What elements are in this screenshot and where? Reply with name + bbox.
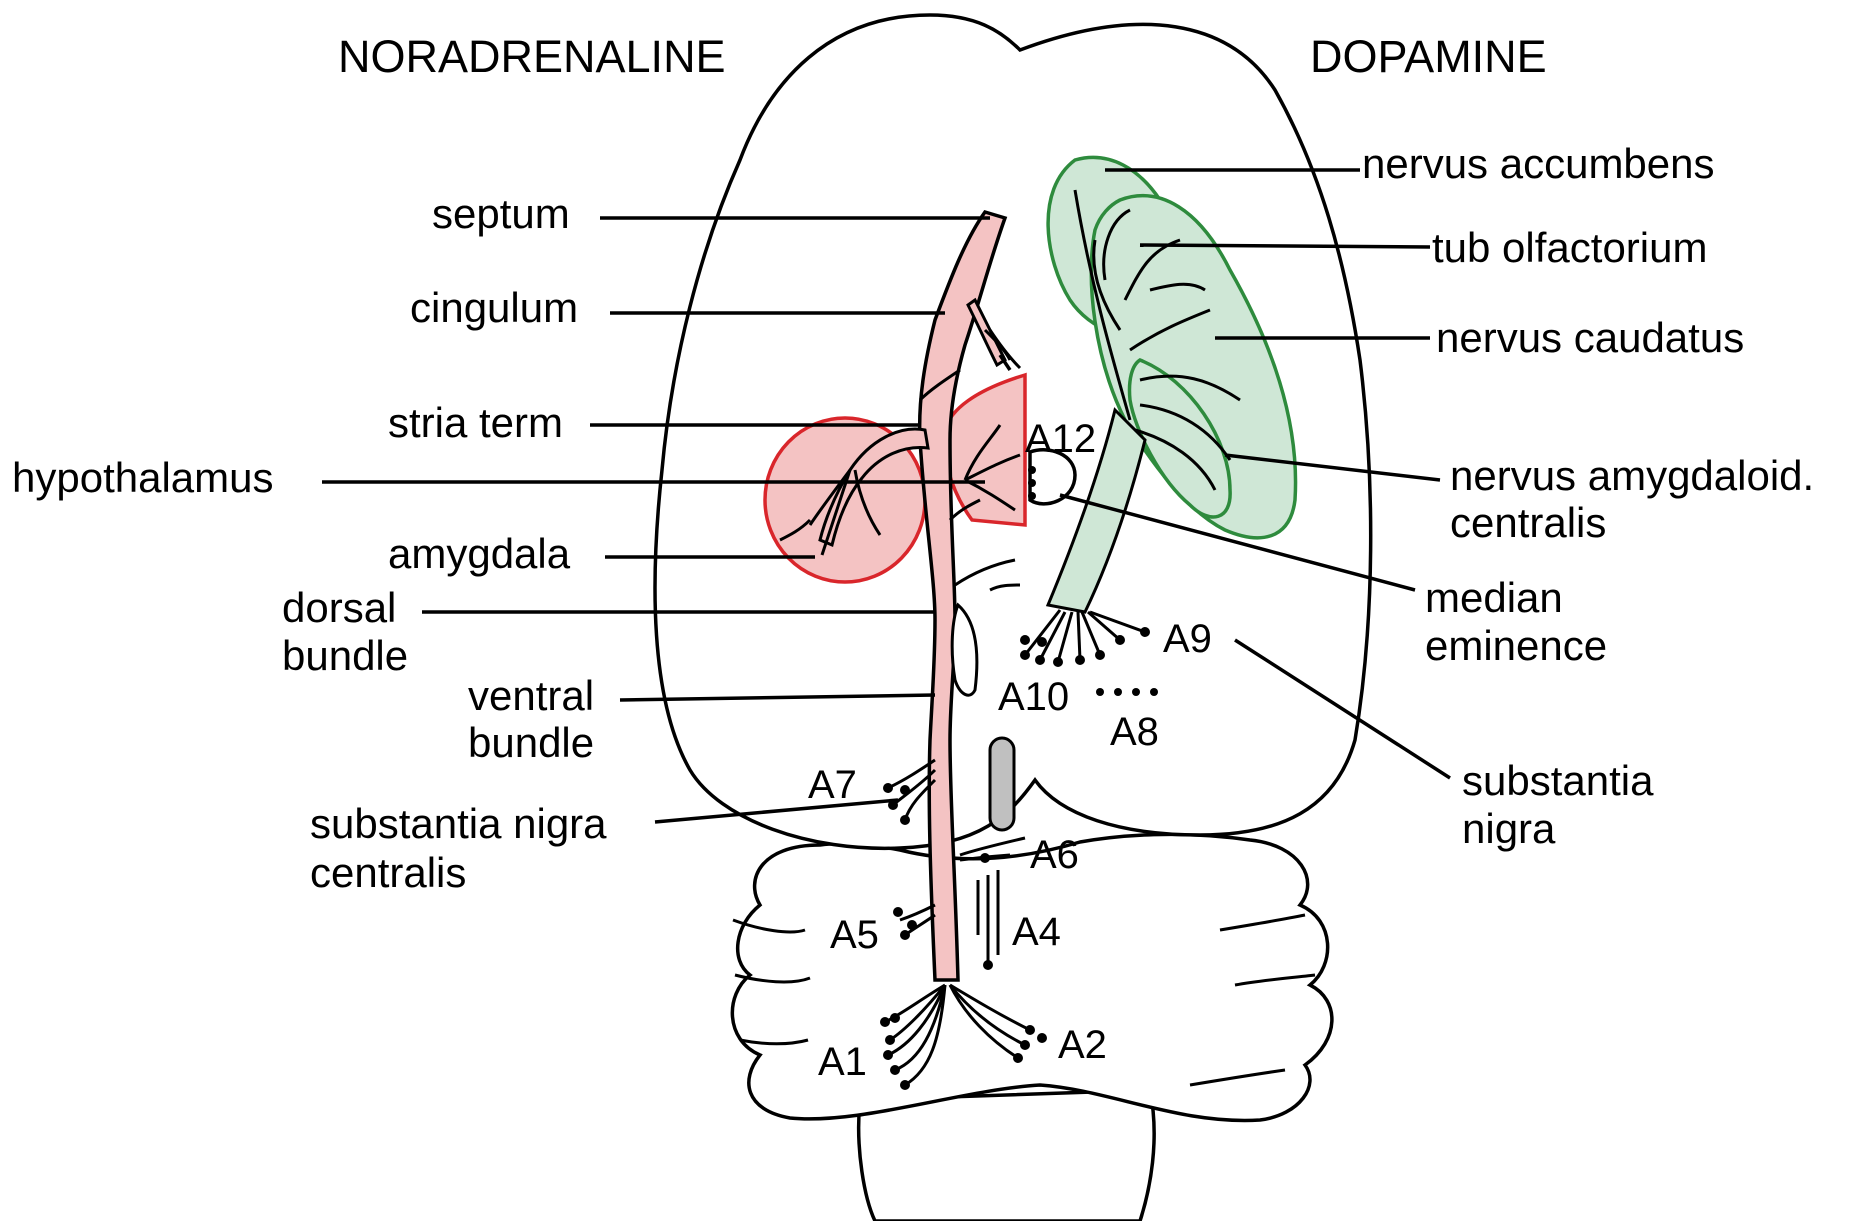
label-substantia-nigra-2: nigra bbox=[1462, 805, 1556, 852]
median-eminence-dots bbox=[1028, 466, 1036, 500]
label-median-eminence-1: median bbox=[1425, 574, 1563, 621]
noradrenaline-heading: NORADRENALINE bbox=[338, 31, 726, 82]
label-substantia-nigra-centralis-2: centralis bbox=[310, 849, 466, 896]
label-a4: A4 bbox=[1012, 910, 1061, 954]
label-a6: A6 bbox=[1030, 833, 1079, 877]
label-substantia-nigra-centralis-1: substantia nigra bbox=[310, 800, 607, 847]
label-septum: septum bbox=[432, 190, 570, 237]
label-nervus-caudatus: nervus caudatus bbox=[1436, 314, 1744, 361]
label-a2: A2 bbox=[1058, 1023, 1107, 1067]
label-a1: A1 bbox=[818, 1040, 867, 1084]
label-a12: A12 bbox=[1025, 417, 1096, 461]
label-stria-term: stria term bbox=[388, 399, 563, 446]
brainstem-outline bbox=[859, 1090, 1154, 1221]
a6-cell-dot bbox=[980, 853, 990, 863]
label-a9: A9 bbox=[1163, 617, 1212, 661]
label-a10: A10 bbox=[998, 675, 1069, 719]
label-ventral-bundle-2: bundle bbox=[468, 719, 594, 766]
label-a7: A7 bbox=[808, 763, 857, 807]
label-tub-olfactorium: tub olfactorium bbox=[1432, 224, 1707, 271]
label-nervus-amygdaloid-2: centralis bbox=[1450, 499, 1606, 546]
label-a8: A8 bbox=[1110, 710, 1159, 754]
label-hypothalamus: hypothalamus bbox=[12, 454, 274, 501]
label-amygdala: amygdala bbox=[388, 530, 571, 577]
label-substantia-nigra-1: substantia bbox=[1462, 757, 1654, 804]
label-cingulum: cingulum bbox=[410, 284, 578, 331]
label-a5: A5 bbox=[830, 913, 879, 957]
dopamine-heading: DOPAMINE bbox=[1310, 31, 1547, 82]
label-dorsal-bundle-1: dorsal bbox=[282, 584, 396, 631]
gray-cell-group bbox=[990, 738, 1014, 830]
label-ventral-bundle-1: ventral bbox=[468, 672, 594, 719]
label-median-eminence-2: eminence bbox=[1425, 622, 1607, 669]
label-nervus-accumbens: nervus accumbens bbox=[1362, 140, 1715, 187]
a4-cell-dot bbox=[983, 960, 993, 970]
label-nervus-amygdaloid-1: nervus amygdaloid. bbox=[1450, 452, 1814, 499]
label-dorsal-bundle-2: bundle bbox=[282, 632, 408, 679]
